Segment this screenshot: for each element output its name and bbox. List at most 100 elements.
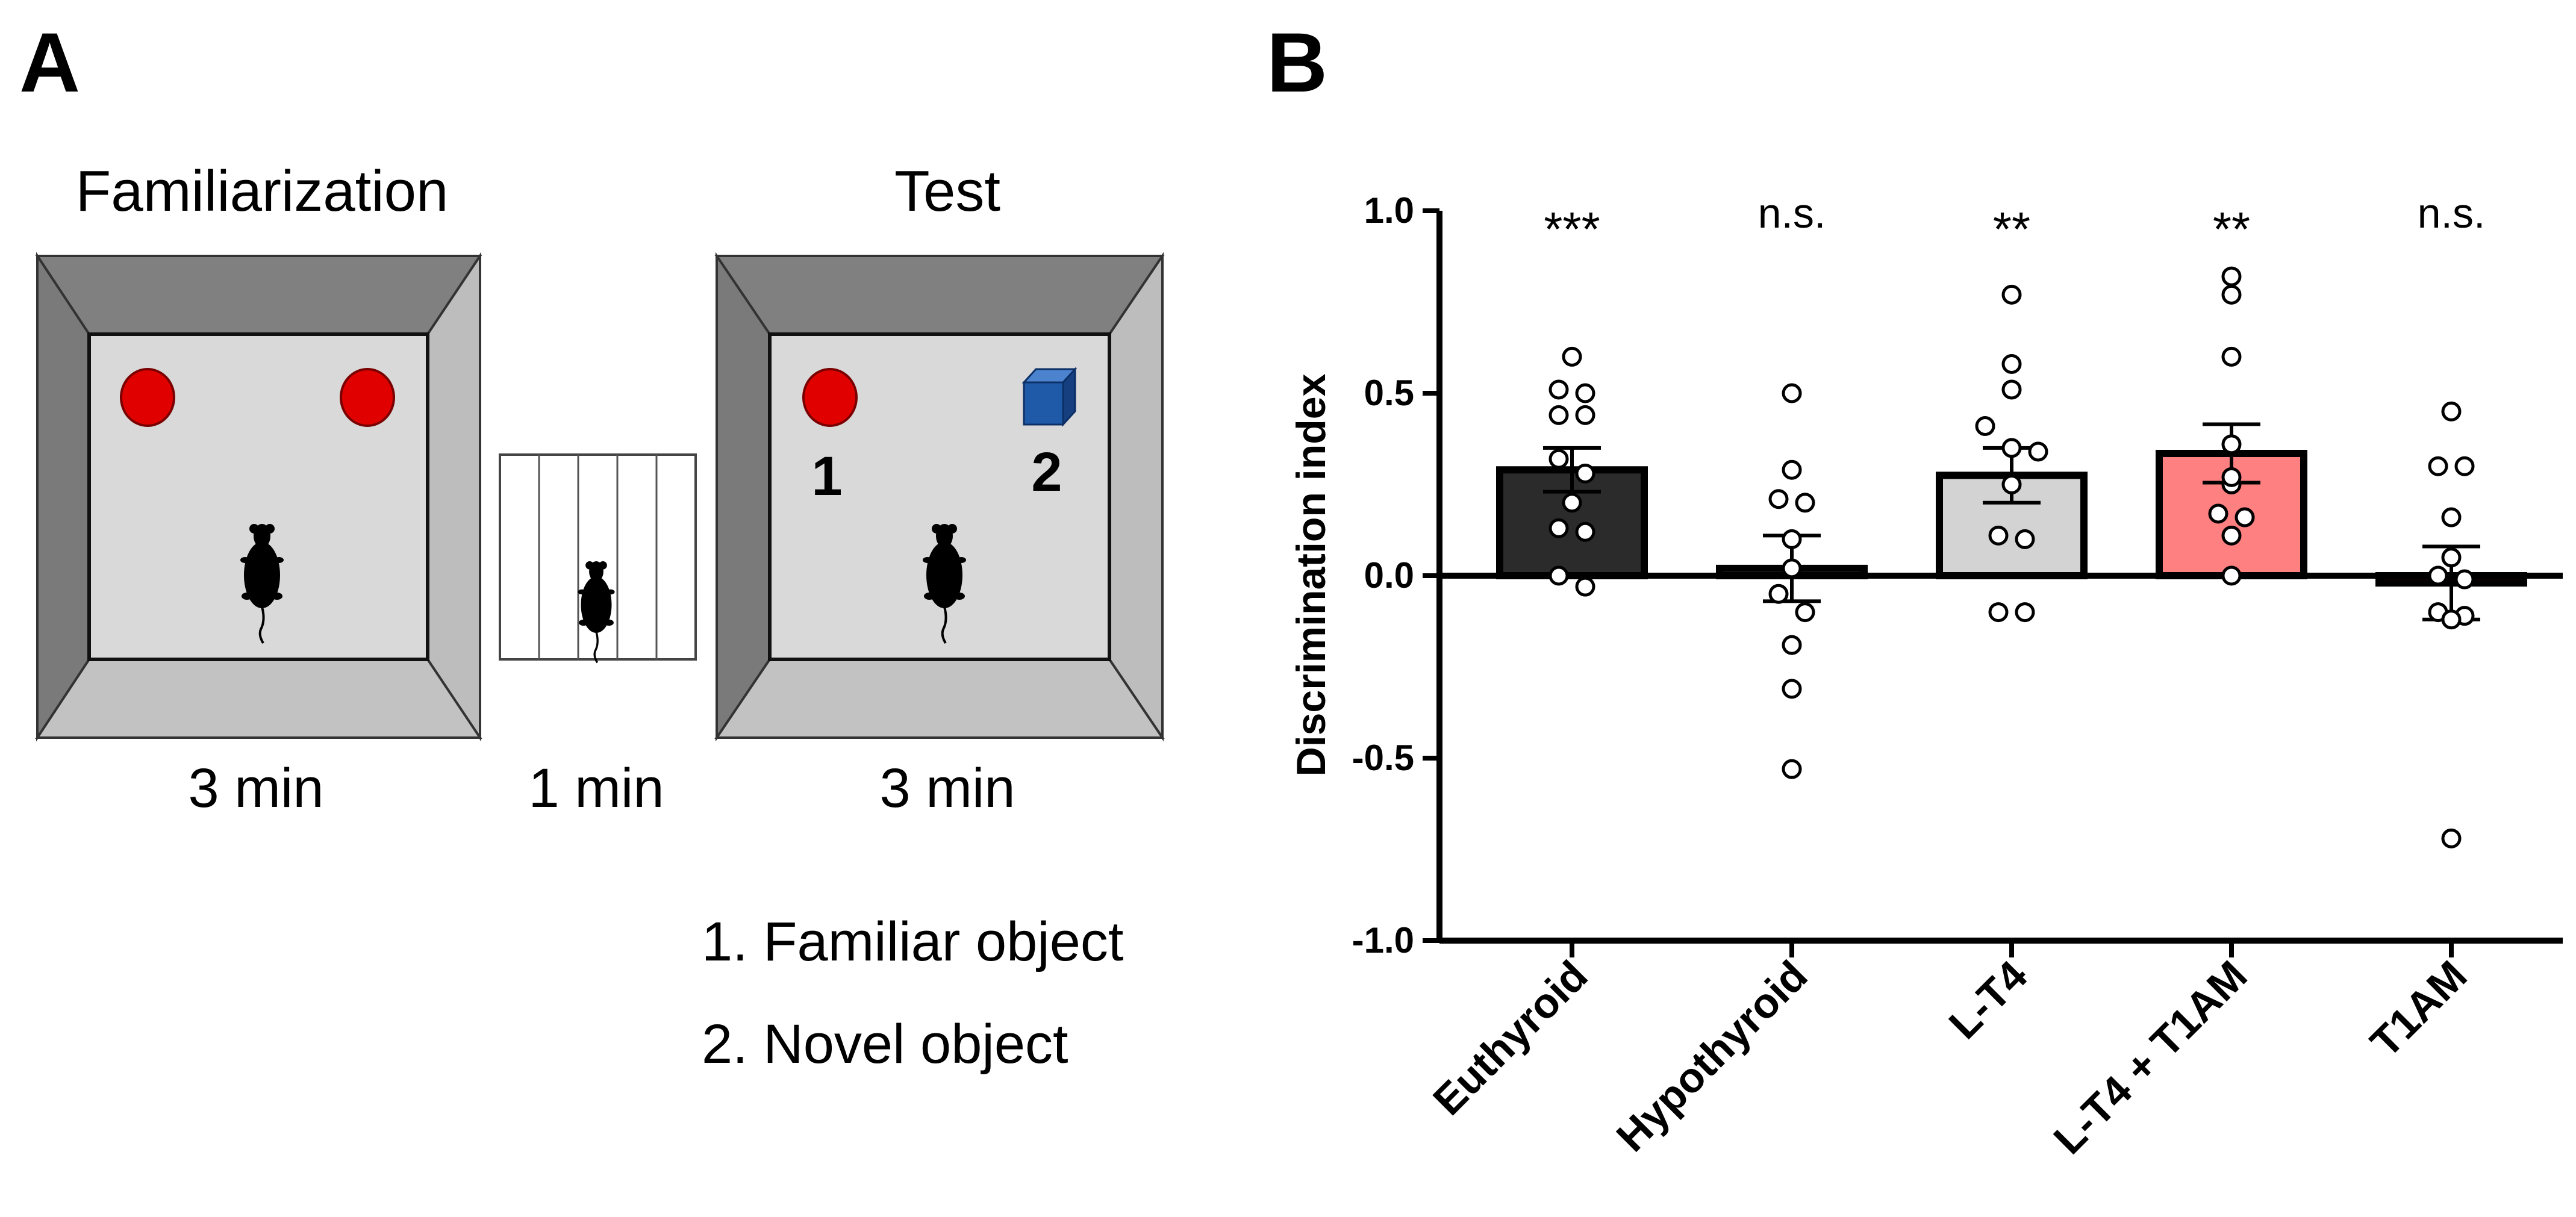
mouse-icon <box>578 561 615 664</box>
data-point <box>2441 828 2462 848</box>
data-point <box>2454 456 2475 476</box>
test-title: Test <box>894 159 1000 223</box>
data-point <box>1575 383 1595 403</box>
mouse-icon <box>240 524 284 644</box>
y-axis-label: Discrimination index <box>1288 373 1334 776</box>
mouse-icon <box>923 524 966 644</box>
object-label-2: 2 <box>1031 441 1062 503</box>
data-point <box>1548 518 1569 538</box>
test-duration: 3 min <box>880 758 1015 819</box>
category-label: Euthyroid <box>1424 951 1596 1124</box>
data-point <box>2441 609 2462 630</box>
panel-b-letter: B <box>1267 15 1327 110</box>
data-point <box>1575 405 1595 425</box>
data-point <box>2221 525 2242 546</box>
data-point <box>2221 266 2242 287</box>
arena-wall-left <box>716 252 771 742</box>
data-point <box>1548 379 1569 400</box>
arena-wall-top <box>714 255 1165 335</box>
data-point <box>2221 346 2242 367</box>
significance-label: ** <box>1993 202 2030 256</box>
data-point <box>1575 521 1595 542</box>
familiarization-arena <box>35 252 482 742</box>
y-tick-label: 0.0 <box>1364 555 1414 596</box>
object-label-1: 1 <box>811 446 842 507</box>
significance-label: ** <box>2213 202 2250 256</box>
data-point <box>1782 529 1802 549</box>
data-point <box>1562 493 1582 513</box>
legend-novel-object: 2. Novel object <box>702 1013 1068 1075</box>
data-point <box>1768 489 1789 509</box>
category-label: T1AM <box>2362 951 2476 1066</box>
data-point <box>2235 507 2255 528</box>
panel-a: A Familiarization Test <box>19 15 1165 1075</box>
data-point <box>1795 493 1815 513</box>
y-tick-label: -1.0 <box>1352 920 1414 960</box>
data-point <box>2221 284 2242 305</box>
data-point <box>1575 576 1595 597</box>
arena-wall-left <box>36 252 90 742</box>
data-point <box>1795 602 1815 623</box>
data-point <box>1782 459 1802 480</box>
panel-b: B Discrimination index 1.0 0.5 0.0 -0.5 -1.0… <box>1267 15 2563 1163</box>
holding-cage <box>499 453 697 664</box>
data-point <box>1782 635 1802 655</box>
data-point <box>1768 584 1789 604</box>
familiarization-title: Familiarization <box>76 159 449 223</box>
data-point <box>2015 602 2035 623</box>
data-point <box>1782 679 1802 699</box>
data-point <box>2001 379 2022 400</box>
data-point <box>2001 284 2022 305</box>
data-point <box>1548 449 1569 469</box>
data-point <box>2221 434 2242 455</box>
familiar-object-left <box>120 368 175 427</box>
significance-label: n.s. <box>2418 190 2486 237</box>
novel-object-cube <box>1021 367 1077 427</box>
category-label: L-T4 + T1AM <box>2045 951 2256 1163</box>
familiar-object-right <box>340 368 395 427</box>
data-point <box>1548 405 1569 425</box>
interval-duration: 1 min <box>529 758 664 819</box>
familiar-object <box>802 368 858 427</box>
category-label: Hypothyroid <box>1608 951 1817 1160</box>
legend-familiar-object: 1. Familiar object <box>702 911 1123 973</box>
arena-wall-bottom <box>714 658 1165 739</box>
data-point <box>2015 529 2035 549</box>
y-tick-label: 1.0 <box>1364 190 1414 231</box>
significance-label: n.s. <box>1758 190 1826 237</box>
arena-wall-right <box>1108 252 1164 742</box>
data-point <box>1782 558 1802 579</box>
y-tick-label: -0.5 <box>1352 738 1414 778</box>
data-point <box>1782 759 1802 779</box>
data-point <box>2441 547 2462 568</box>
data-point <box>1548 565 1569 586</box>
data-point <box>2001 438 2022 458</box>
data-point <box>2221 467 2242 487</box>
arena-wall-bottom <box>35 658 482 739</box>
data-point <box>2208 503 2228 524</box>
data-point <box>1988 602 2009 623</box>
data-point <box>2221 565 2242 586</box>
data-point <box>2001 354 2022 375</box>
bar-chart: 1.0 0.5 0.0 -0.5 -1.0 *** n.s. ** ** n.s. Euthyroi… <box>1352 190 2563 1163</box>
data-point <box>2441 401 2462 422</box>
data-point <box>2028 441 2048 462</box>
data-point <box>1988 525 2009 546</box>
data-point <box>1782 383 1802 403</box>
category-label: L-T4 <box>1940 951 2036 1048</box>
data-point <box>1575 463 1595 484</box>
data-point <box>1975 416 1995 437</box>
data-point <box>2428 565 2448 586</box>
data-point <box>2001 475 2022 494</box>
arena-wall-right <box>426 252 481 742</box>
data-point <box>1562 346 1582 367</box>
y-tick-label: 0.5 <box>1364 373 1414 413</box>
test-arena: 1 2 <box>714 252 1165 742</box>
familiarization-duration: 3 min <box>189 758 324 819</box>
data-point <box>2454 569 2475 590</box>
significance-label: *** <box>1544 202 1600 256</box>
data-point <box>2428 456 2448 476</box>
arena-wall-top <box>35 255 482 335</box>
data-point <box>2441 507 2462 528</box>
